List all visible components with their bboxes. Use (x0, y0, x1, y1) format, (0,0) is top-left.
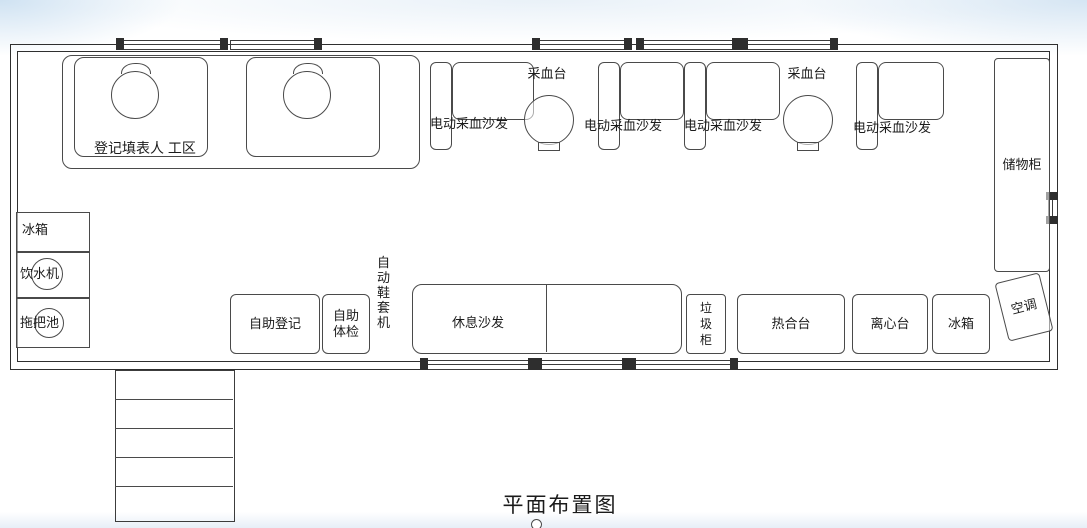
wall-window-marker (220, 38, 228, 50)
window (640, 40, 738, 50)
centrifuge-table: 离心台 (852, 294, 928, 354)
wall-window-marker (636, 38, 644, 50)
wall-window-marker (830, 38, 838, 50)
fridge-right: 冰箱 (932, 294, 990, 354)
self-checkup-kiosk: 自助体检 (322, 294, 370, 354)
window (632, 360, 736, 370)
water-dispenser-top (31, 258, 63, 290)
window (424, 360, 534, 370)
sofa-armrest (856, 62, 878, 150)
window (230, 40, 320, 50)
fridge-right-label: 冰箱 (947, 315, 974, 331)
blood-sofa-label: 电动采血沙发 (852, 120, 931, 135)
chair-seat (283, 71, 331, 119)
wall-window-marker (624, 38, 632, 50)
window (120, 40, 226, 50)
title-mark (531, 519, 542, 528)
rest-sofa (412, 284, 682, 354)
stair-step-line (115, 486, 233, 487)
blood-table-label: 采血台 (787, 66, 827, 81)
blood-table-foot (797, 142, 819, 151)
blood-sofa (878, 62, 944, 120)
blood-sofa (706, 62, 780, 120)
wall-window-marker (1046, 192, 1058, 200)
blood-sofa-label: 电动采血沙发 (683, 118, 762, 133)
wall-window-marker (528, 358, 536, 370)
trash-cabinet: 垃圾柜 (686, 294, 726, 354)
shoe-cover-machine-label: 自动鞋套机 (376, 255, 390, 330)
window (538, 360, 628, 370)
stair-step-line (115, 399, 233, 400)
stairs (115, 370, 235, 522)
self-registration-label: 自助登记 (248, 315, 301, 331)
water-dispenser-label: 饮水机 (20, 266, 60, 281)
heat-sealer-label: 热合台 (771, 315, 811, 331)
wall-window-marker (1046, 216, 1058, 224)
sofa-armrest (684, 62, 706, 150)
air-conditioner-label: 空调 (1009, 295, 1039, 317)
wall-window-marker (730, 358, 738, 370)
storage-cabinet: 储物柜 (994, 58, 1050, 272)
wall-window-marker (420, 358, 428, 370)
mop-sink-label: 拖把池 (20, 315, 60, 330)
stair-step-line (115, 457, 233, 458)
blood-table-label: 采血台 (527, 66, 567, 81)
self-registration-kiosk: 自助登记 (230, 294, 320, 354)
storage-cabinet-label: 储物柜 (1002, 156, 1042, 172)
blood-table (783, 95, 833, 145)
wall-window-marker (628, 358, 636, 370)
plan-title: 平面布置图 (502, 493, 618, 517)
blood-table (524, 95, 574, 145)
blood-sofa-label: 电动采血沙发 (429, 116, 508, 131)
mop-sink-drain (34, 308, 64, 338)
trash-cabinet-label: 垃圾柜 (699, 300, 712, 348)
wall-window-marker (740, 38, 748, 50)
wall-window-marker (532, 38, 540, 50)
chair-seat (111, 71, 159, 119)
blood-sofa (452, 62, 534, 120)
window (536, 40, 630, 50)
blood-table-foot (538, 142, 560, 151)
rest-sofa-label: 休息沙发 (452, 315, 505, 330)
blood-sofa (620, 62, 684, 120)
wall-window-marker (732, 38, 740, 50)
wall-window-marker (116, 38, 124, 50)
wall-window-marker (534, 358, 542, 370)
blood-sofa-label: 电动采血沙发 (583, 118, 662, 133)
wall-window-marker (314, 38, 322, 50)
heat-sealer-table: 热合台 (737, 294, 845, 354)
wall-window-marker (622, 358, 630, 370)
fridge-left (16, 212, 90, 252)
rest-sofa-divider (546, 284, 547, 352)
window (744, 40, 836, 50)
fridge-left-label: 冰箱 (22, 222, 49, 237)
sofa-armrest (598, 62, 620, 150)
self-checkup-label: 自助体检 (332, 307, 359, 339)
stair-step-line (115, 428, 233, 429)
centrifuge-label: 离心台 (870, 315, 910, 331)
registration-area-label: 登记填表人 工区 (94, 140, 196, 156)
sofa-armrest (430, 62, 452, 150)
